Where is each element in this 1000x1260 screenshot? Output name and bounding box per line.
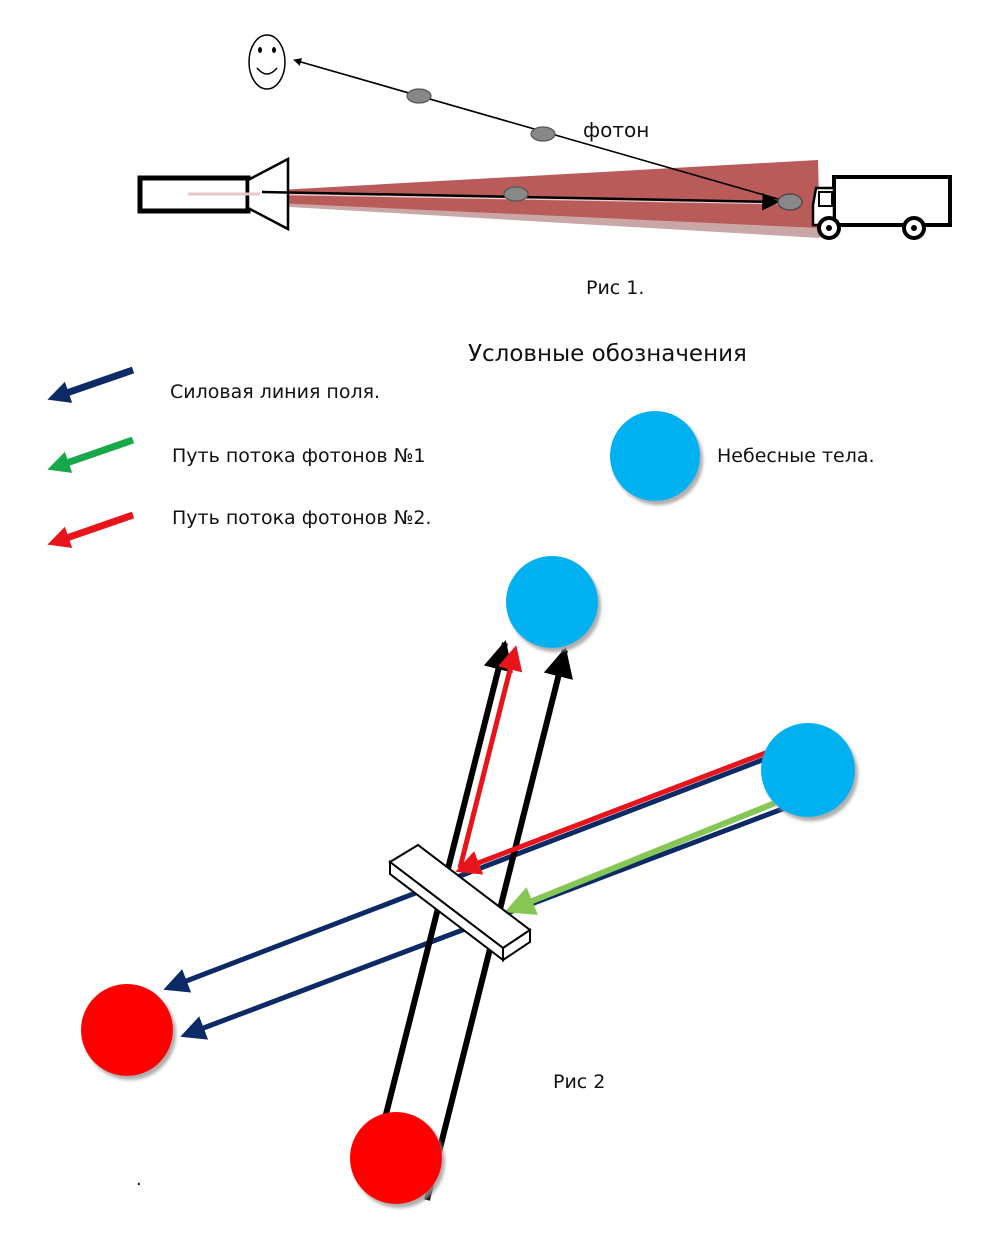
figure-2: Рис 2 . bbox=[81, 556, 855, 1204]
legend-field-line-label: Силовая линия поля. bbox=[170, 381, 380, 403]
legend-title: Условные обозначения bbox=[468, 341, 747, 367]
photon-path-1 bbox=[504, 800, 777, 915]
legend-photon-path-1-arrow bbox=[47, 436, 135, 473]
photon-marker bbox=[406, 88, 432, 104]
photon-marker bbox=[503, 186, 529, 202]
legend-photon-path-2-arrow bbox=[47, 511, 135, 548]
photon-marker bbox=[530, 126, 556, 142]
flashlight-icon bbox=[137, 156, 290, 232]
photon-marker bbox=[777, 193, 803, 211]
red-body-bottom bbox=[350, 1112, 442, 1204]
legend-field-line-arrow bbox=[47, 366, 135, 403]
celestial-body-top bbox=[506, 556, 598, 648]
figure-1: фотон Рис 1. bbox=[137, 34, 952, 299]
figure-2-footnote: . bbox=[136, 1169, 142, 1190]
legend-photon-path-2-label: Путь потока фотонов №2. bbox=[172, 507, 431, 529]
truck-icon bbox=[811, 175, 952, 240]
figure-1-caption: Рис 1. bbox=[586, 277, 644, 299]
red-body-left bbox=[81, 984, 173, 1076]
legend-photon-path-1-label: Путь потока фотонов №1 bbox=[172, 445, 425, 467]
photon-path-2 bbox=[457, 645, 523, 869]
legend-celestial-body bbox=[610, 411, 700, 501]
legend-celestial-body-label: Небесные тела. bbox=[717, 445, 875, 467]
figure-2-caption: Рис 2 bbox=[553, 1071, 605, 1093]
light-beam-shadow bbox=[188, 199, 820, 238]
mirror-block bbox=[388, 843, 532, 963]
photon-path-2 bbox=[455, 749, 769, 875]
legend: Условные обозначения Силовая линия поля.… bbox=[47, 341, 875, 548]
photon-label: фотон bbox=[583, 118, 649, 142]
observer-face-icon bbox=[248, 34, 286, 90]
celestial-body-right bbox=[761, 723, 855, 817]
